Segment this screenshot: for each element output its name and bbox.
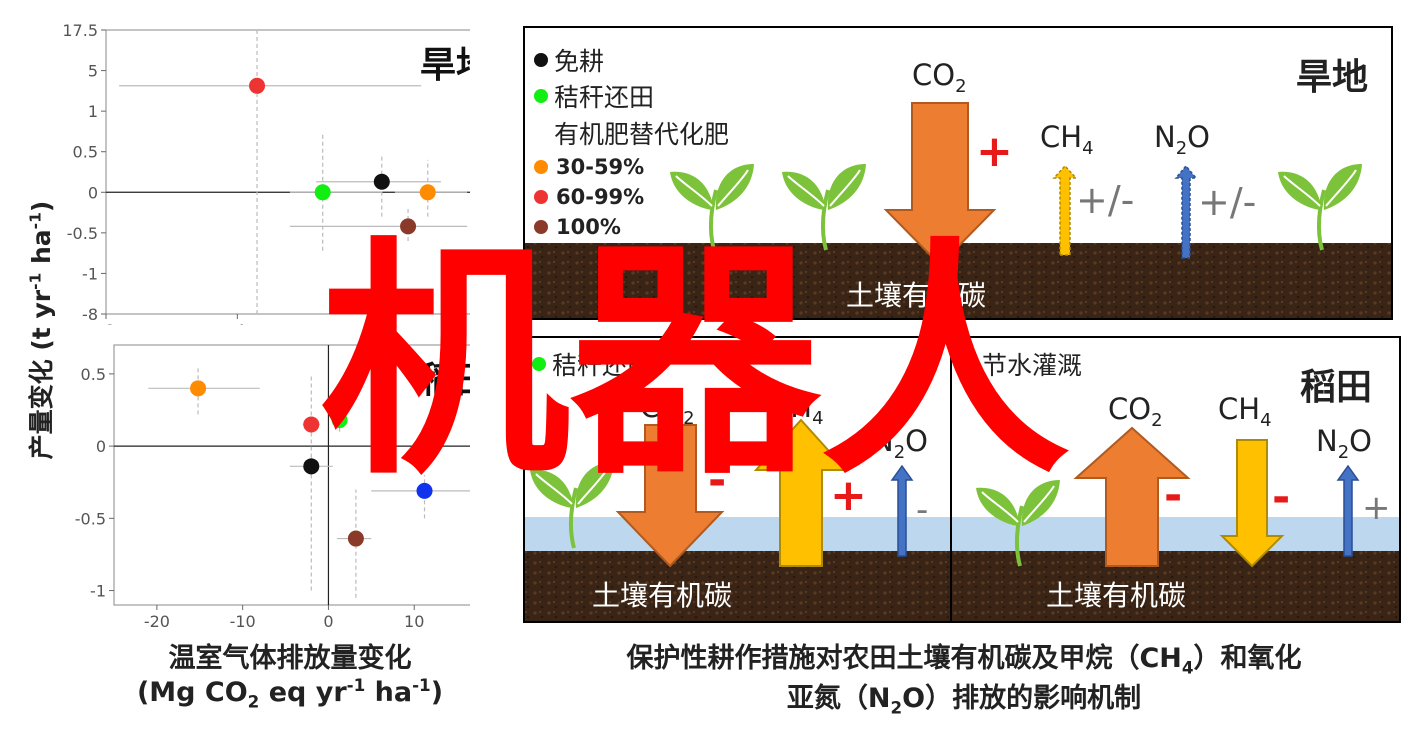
paddy-right-n2o-label: N2O (1316, 424, 1372, 463)
upland-soil-label: 土壤有机碳 (846, 279, 987, 312)
paddy-left-panel (523, 336, 952, 623)
n2o-up-arrow (1336, 464, 1360, 557)
caption-line1: 保护性耕作措施对农田土壤有机碳及甲烷（CH4）和氧化 (626, 643, 1302, 678)
legend-dot (532, 357, 546, 371)
caption-line2: 亚氮（N2O）排放的影响机制 (786, 683, 1142, 718)
paddy-left-soil-label: 土壤有机碳 (592, 579, 733, 612)
upland-panel-label: 旱地 (420, 45, 470, 86)
data-point (400, 218, 417, 235)
x-tick-label: -10 (230, 612, 256, 630)
data-point (303, 416, 320, 433)
co2-down-arrow (615, 424, 725, 568)
legend-item: 30-59% (534, 152, 774, 182)
upland-co2-sign: + (976, 126, 1013, 177)
y-tick-label: 0.5 (81, 365, 106, 384)
legend-dot (534, 160, 548, 174)
data-point (416, 482, 433, 499)
watermark-text: 机器人 (320, 217, 1070, 508)
paddy-right-panel-label: 稻田 (1300, 367, 1373, 408)
paddy-left-ch4-label: CH4 (770, 390, 824, 429)
data-point (331, 412, 348, 429)
upland-ch4-label: CH4 (1040, 120, 1094, 159)
x-tick-label: -20 (144, 612, 170, 630)
ch4-up-arrow (1052, 164, 1078, 256)
y-tick-label: 0 (88, 183, 98, 202)
data-point (249, 77, 266, 94)
legend-dot (534, 53, 548, 67)
y-tick-label: -0.5 (75, 509, 106, 528)
paddy-left-water (525, 517, 950, 551)
legend-item: 秸秆还田 (534, 78, 774, 114)
upland-ch4-sign: +/- (1076, 178, 1135, 222)
legend-dot (534, 190, 548, 204)
paddy-right-panel (950, 336, 1401, 623)
y-tick-label: -0.5 (67, 224, 98, 243)
legend-item: 100% (534, 212, 774, 242)
y-tick-label: 0.5 (73, 143, 98, 162)
legend-item: 有机肥替代化肥 (554, 120, 730, 149)
paddy-left-n2o-sign: - (916, 490, 929, 530)
paddy-panel-label: 稻田 (420, 360, 470, 401)
upland-n2o-label: N2O (1154, 120, 1210, 159)
upland-panel-label: 旱地 (1296, 57, 1369, 98)
upland-soil (525, 243, 1391, 318)
n2o-up-arrow (890, 464, 914, 557)
paddy-scatter: 0.50-0.5-1-20-1001020 稻田 (75, 344, 470, 630)
y-tick-label: -1 (90, 582, 106, 601)
y-tick-label: -1 (82, 264, 98, 283)
paddy-left-co2-sign: - (708, 455, 727, 506)
paddy-right-ch4-sign: - (1272, 472, 1291, 523)
x-axis-label-line2: (Mg CO2 eq yr-1 ha-1) (136, 675, 444, 712)
paddy-right-legend: 节水灌溉 (962, 346, 1082, 382)
data-point (314, 184, 331, 201)
y-tick-label: 0 (96, 437, 106, 456)
upland-scatter: 17.5 5 1 0.5 0 -0.5 -1 -8-6 -4 -2 旱地 (62, 21, 470, 325)
paddy-left-co2-label: CO2 (640, 390, 695, 429)
legend-dot (534, 89, 548, 103)
co2-down-arrow (883, 102, 997, 267)
y-tick-label: 5 (88, 62, 98, 81)
n2o-up-arrow (1174, 164, 1198, 259)
upland-panel (523, 26, 1393, 320)
y-tick-label: 1 (88, 102, 98, 121)
upland-plot-frame (105, 29, 470, 315)
x-tick-label: 10 (404, 612, 424, 630)
legend-item: 免耕 (534, 42, 774, 78)
mechanism-diagram (523, 26, 1401, 623)
y-tick-label: 17.5 (62, 21, 98, 40)
x-tick-label: -4 (229, 321, 245, 325)
paddy-right-soil (952, 551, 1399, 621)
data-point (190, 380, 207, 397)
ch4-down-arrow (1219, 439, 1285, 568)
paddy-right-soil-label: 土壤有机碳 (1046, 579, 1187, 612)
legend-dot (534, 220, 548, 234)
paddy-right-co2-sign: - (1164, 470, 1183, 521)
paddy-left-legend: 秸秆还田 (532, 346, 652, 382)
data-point (373, 173, 390, 190)
paddy-right-n2o-sign: + (1362, 488, 1391, 528)
upland-legend: 免耕 秸秆还田 有机肥替代化肥 30-59% 60-99% 100% (534, 42, 774, 242)
paddy-left-n2o-label: N2O (872, 424, 928, 463)
legend-dot (962, 357, 976, 371)
x-axis-label-line1: 温室气体排放量变化 (168, 643, 412, 674)
x-tick-label: -6 (98, 321, 114, 325)
paddy-left-ch4-sign: + (830, 470, 867, 521)
legend-item: 60-99% (534, 182, 774, 212)
x-tick-label: -2 (361, 321, 377, 325)
x-tick-label: 0 (323, 612, 333, 630)
paddy-right-ch4-label: CH4 (1218, 392, 1272, 431)
ch4-up-arrow (753, 418, 849, 567)
paddy-right-co2-label: CO2 (1108, 392, 1163, 431)
upland-n2o-sign: +/- (1198, 180, 1257, 224)
data-point (303, 458, 320, 475)
data-point (347, 530, 364, 547)
y-tick-label: -8 (82, 305, 98, 324)
upland-co2-label: CO2 (912, 58, 967, 97)
paddy-left-soil (525, 551, 950, 621)
data-point (419, 184, 436, 201)
co2-up-arrow (1073, 426, 1191, 567)
